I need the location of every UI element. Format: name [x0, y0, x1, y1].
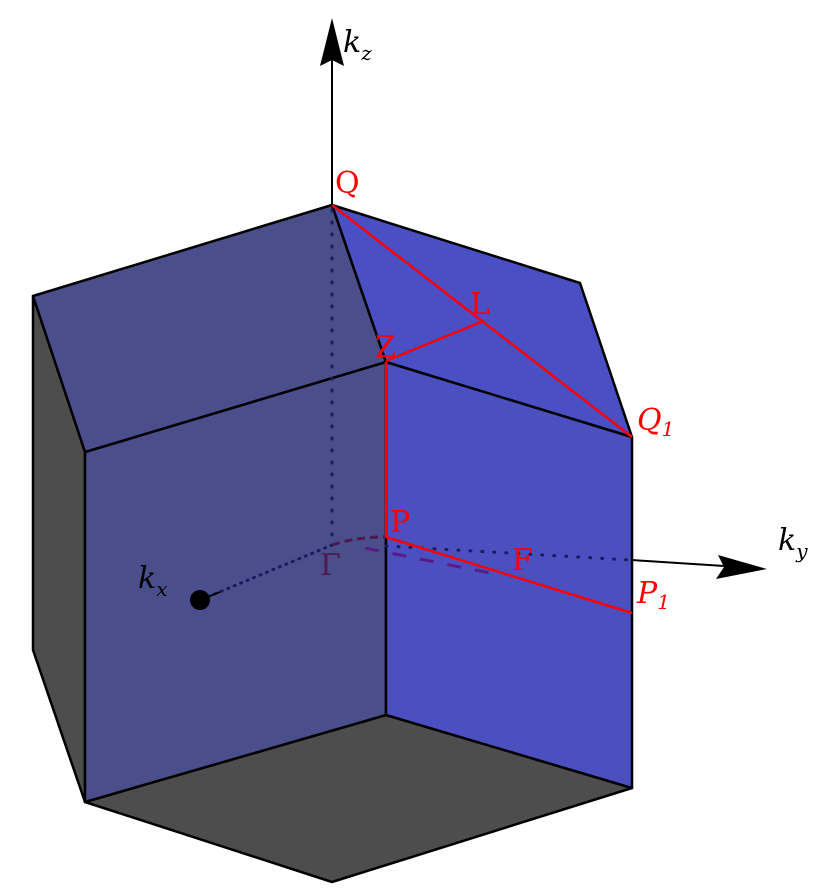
point-l-label: L	[470, 287, 490, 322]
kz-arrowhead-icon	[320, 18, 344, 66]
point-z-label: Z	[375, 330, 396, 365]
point-p-label: P	[390, 505, 410, 540]
kx-arrowhead-icon	[190, 590, 210, 610]
ky-arrowhead-icon	[716, 555, 767, 579]
path-p-p1	[385, 535, 633, 615]
point-p1-label: P1	[636, 576, 670, 614]
gamma-p-dashed-path	[331, 535, 387, 547]
point-q-label: Q	[335, 166, 360, 201]
point-q1-label: Q1	[637, 403, 674, 441]
kx-label: kx	[138, 561, 167, 601]
gamma-f-dashed-path	[364, 546, 501, 577]
ky-label: ky	[778, 523, 808, 563]
point-gamma-label: Γ	[320, 548, 341, 583]
kx-hidden-axis	[203, 543, 334, 600]
path-z-l	[385, 320, 482, 363]
point-f-label: F	[512, 543, 533, 578]
kz-label: kz	[343, 25, 372, 65]
path-q-q1	[331, 204, 633, 438]
ky-axis	[631, 559, 741, 568]
ky-hidden-axis	[384, 544, 632, 562]
